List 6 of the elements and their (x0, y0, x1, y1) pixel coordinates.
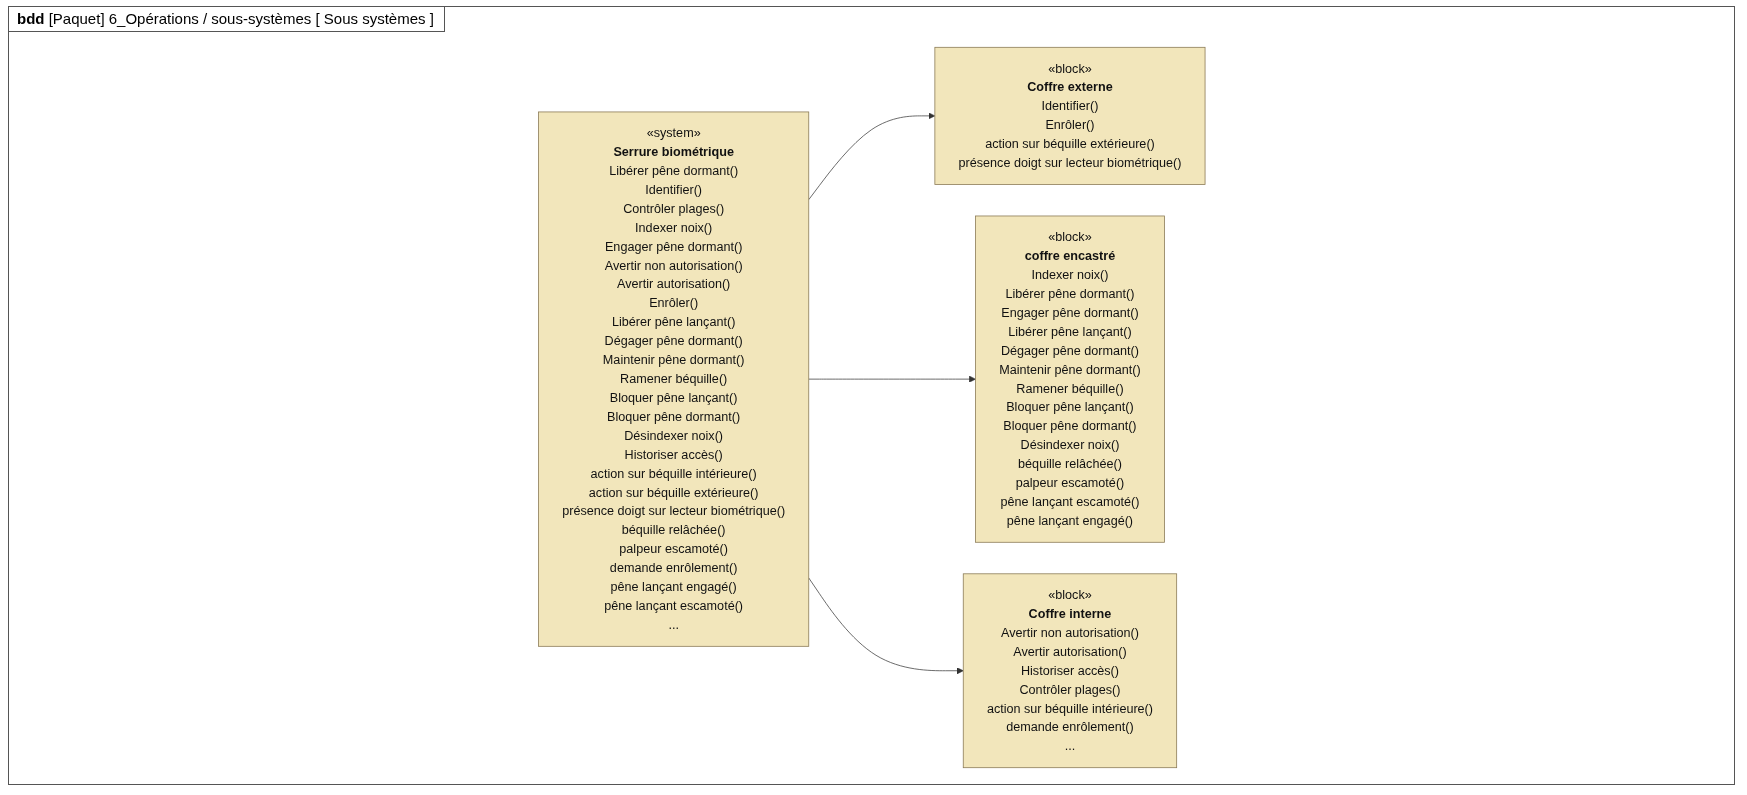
diagram-frame: bdd [Paquet] 6_Opérations / sous-systèmes [ Sous systèmes ] «block» Coffre externe Identifier() Enrôler() action sur béquille extérieure() présence doigt sur lecteur biométrique() «system» Serrure biométrique Libérer pêne dormant() Identifier() Contrôler plages() Indexer noix() Engager pêne dormant() Avertir non autorisation() Avertir autorisation() Enrôler() Libérer pêne lançant() Dégager pêne dormant() Maintenir pêne dormant() Ramener béquille() Bloquer pêne lançant() Bloquer pêne dormant() Désindexer noix() Historiser accès() action sur béquille intérieure() action sur béquille extérieure() présence doigt sur lecteur biométrique() béquille relâchée() palpeur escamoté() demande enrôlement() pêne lançant engagé() pêne lançant escamoté() ... «block» coffre encastré Indexer noix() Libérer pêne dormant() Engager pêne dormant() Libérer pêne lançant() Dégager pêne dormant() Maintenir pêne dormant() Ramener béquille() Bloquer pêne lançant() Bloquer pêne dormant() Désindexer noix() béquille relâchée() palpeur escamoté() pêne lançant escamoté() pêne lançant engagé() «block» Coffre interne Avertir non autorisation() Avertir autorisation() Historiser accès() Contrôler plages() action sur béquille intérieure() demande enrôlement() ... (8, 6, 1735, 785)
node-box (974, 215, 1165, 543)
node-box (537, 111, 809, 647)
node-box (962, 573, 1177, 769)
frame-title: bdd [Paquet] 6_Opérations / sous-systèmes [ Sous systèmes ] (9, 7, 445, 32)
node-box (934, 46, 1206, 185)
